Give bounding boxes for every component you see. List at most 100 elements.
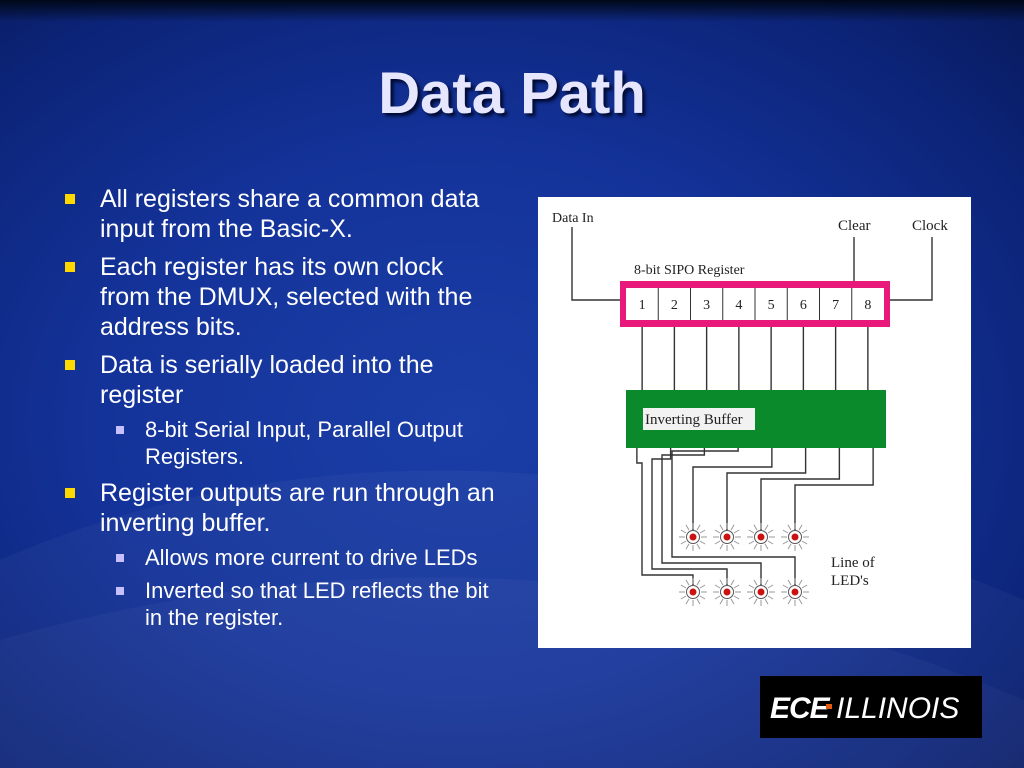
led-ray [764, 598, 769, 605]
sub-bullet-list: Allows more current to drive LEDs Invert… [100, 544, 500, 631]
led-ray [798, 524, 803, 531]
led-ray [782, 540, 789, 545]
led-ray [699, 584, 706, 589]
led-ray [719, 543, 724, 550]
data-in-wire [571, 227, 626, 301]
led-ray [730, 524, 735, 531]
led-ray [767, 584, 774, 589]
top-band [0, 0, 1024, 22]
bullet-item: Data is serially loaded into the registe… [60, 350, 500, 470]
sub-bullet-square-icon [116, 426, 124, 434]
clock-wire [884, 237, 933, 301]
led-light [689, 588, 697, 596]
register-cell-number: 2 [671, 298, 678, 313]
buffer-to-led-wire [794, 448, 874, 530]
buffer-to-led-wire [760, 448, 841, 530]
led-light [723, 588, 731, 596]
buffer-to-led-wire [671, 448, 796, 585]
diagram-wires [571, 227, 933, 585]
led-ray [730, 543, 735, 550]
led-ray [767, 540, 774, 545]
led-ray [696, 598, 701, 605]
logo-mark: ECE ILLINOIS [770, 692, 959, 725]
led-ray [753, 524, 758, 531]
bullet-square-icon [65, 194, 75, 204]
led-ray [767, 595, 774, 600]
sub-bullet-item: Inverted so that LED reflects the bit in… [100, 577, 500, 631]
clear-label: Clear [838, 218, 870, 234]
led-ray [753, 543, 758, 550]
led-ray [787, 579, 792, 586]
led-ray [714, 540, 721, 545]
bullet-square-icon [65, 360, 75, 370]
led-ray [714, 584, 721, 589]
data-in-label: Data In [552, 211, 594, 226]
led-ray [685, 598, 690, 605]
leds-label-line2: LED's [831, 573, 869, 589]
led-ray [798, 579, 803, 586]
led-ray [714, 595, 721, 600]
led-ray [801, 529, 808, 534]
register-cell-number: 4 [735, 298, 742, 313]
register-cell-number: 8 [864, 298, 871, 313]
led-light [757, 533, 765, 541]
bullet-square-icon [65, 488, 75, 498]
led-ray [801, 584, 808, 589]
led-ray [699, 540, 706, 545]
led-ray [696, 543, 701, 550]
logo-illinois: ILLINOIS [836, 692, 959, 725]
led-ray [787, 598, 792, 605]
led-ray [730, 579, 735, 586]
led-ray [680, 540, 687, 545]
buffer-label-bg [643, 408, 755, 430]
diagram-canvas: Data In Clear Clock 8-bit SIPO Register … [552, 211, 948, 606]
led-ray [680, 529, 687, 534]
register-cell-number: 5 [768, 298, 775, 313]
led-ray [782, 529, 789, 534]
buffer-to-led-wire [726, 448, 807, 530]
led-ray [685, 524, 690, 531]
led-icon [679, 523, 707, 551]
bullet-text: Each register has its own clock from the… [100, 253, 473, 341]
led-ray [680, 595, 687, 600]
led-icon [747, 523, 775, 551]
led-ray [748, 540, 755, 545]
led-ray [719, 598, 724, 605]
led-ray [798, 543, 803, 550]
led-ray [730, 598, 735, 605]
buffer-label: Inverting Buffer [645, 412, 743, 428]
led-ray [748, 529, 755, 534]
led-light [689, 533, 697, 541]
led-ray [748, 595, 755, 600]
leds-label-line1: Line of [831, 555, 875, 571]
register-cell-number: 7 [832, 298, 839, 313]
bullet-item: All registers share a common data input … [60, 184, 500, 244]
register-cell-number: 1 [639, 298, 646, 313]
led-ray [733, 595, 740, 600]
sub-bullet-item: Allows more current to drive LEDs [100, 544, 500, 571]
led-ray [696, 579, 701, 586]
led-light [791, 588, 799, 596]
bullet-item: Each register has its own clock from the… [60, 252, 500, 342]
buffer-to-led-wire [636, 448, 694, 585]
bullet-list: All registers share a common data input … [60, 184, 500, 639]
led-ray [782, 584, 789, 589]
led-ray [733, 529, 740, 534]
led-ray [719, 524, 724, 531]
led-ray [787, 524, 792, 531]
led-ray [764, 543, 769, 550]
sub-bullet-square-icon [116, 587, 124, 595]
led-ray [733, 540, 740, 545]
led-ray [719, 579, 724, 586]
led-light [791, 533, 799, 541]
bullet-text: All registers share a common data input … [100, 185, 480, 243]
slide-title: Data Path [378, 61, 646, 126]
led-ray [699, 529, 706, 534]
bullet-item: Register outputs are run through an inve… [60, 478, 500, 631]
led-icon [781, 578, 809, 606]
led-icon [781, 523, 809, 551]
led-ray [714, 529, 721, 534]
led-light [723, 533, 731, 541]
led-ray [748, 584, 755, 589]
